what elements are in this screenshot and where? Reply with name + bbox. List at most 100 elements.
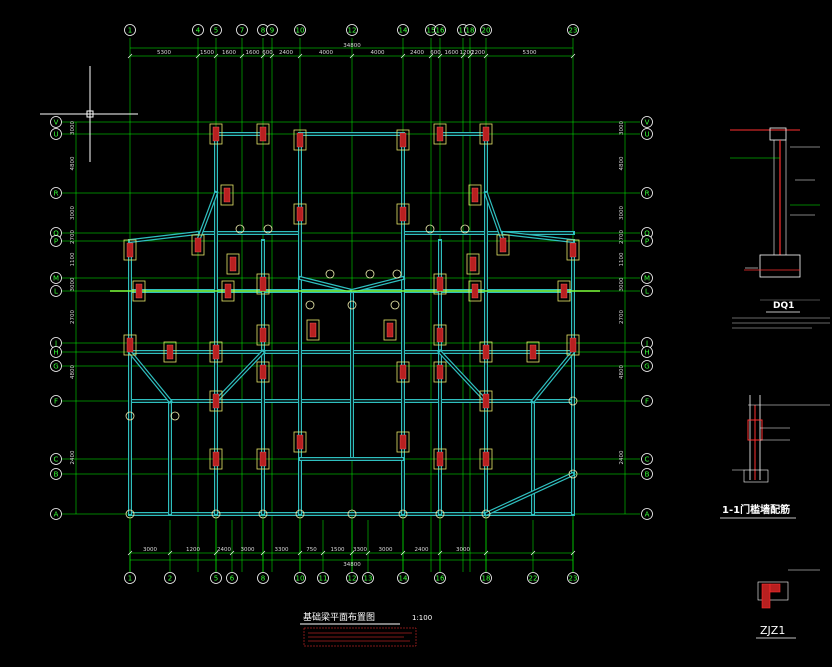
left-axis-bubble-label: Q [53,230,59,238]
column [399,132,407,148]
right-dimension-value: 1100 [619,252,625,266]
column [569,337,577,353]
column [212,344,220,360]
column-pad [123,239,137,261]
top-axis-bubble-label: 9 [270,27,274,35]
right-axis-bubble [641,187,653,199]
column [399,206,407,222]
node-marker [398,509,408,519]
top-dimension-value: 4000 [371,50,385,56]
column [529,344,537,360]
right-axis-bubble-label: L [645,288,649,296]
column-pad [433,123,447,145]
top-axis-bubble [480,24,492,36]
node-marker [295,509,305,519]
column [259,364,267,380]
left-axis-bubble-label: V [54,119,59,127]
right-axis-bubble [641,453,653,465]
crosshair-cursor-icon [40,66,138,162]
wall-1-1-detail [732,395,830,483]
top-axis-bubble [434,24,446,36]
node-marker [125,411,135,421]
node-marker [125,509,135,519]
column-pad [209,448,223,470]
top-dimension-value: 2400 [410,50,424,56]
left-axis-bubble [50,360,62,372]
bottom-axis-bubble [164,572,176,584]
bottom-axis-bubble-label: 14 [399,575,408,583]
bottom-axis-bubble [317,572,329,584]
left-dimension-value: 3000 [70,277,76,291]
top-dimension-value: 1200 [460,50,474,56]
bottom-dimension-value: 3300 [275,547,289,553]
column [259,276,267,292]
column [436,276,444,292]
bottom-axis-bubble [257,572,269,584]
column-pad [209,390,223,412]
top-axis-bubble-label: 18 [466,27,475,35]
column-pad [293,431,307,453]
dq1-notes [732,317,830,329]
top-dimension-value: 5300 [157,50,171,56]
column-pad [566,239,580,261]
node-marker [481,509,491,519]
bottom-axis-bubble-label: 6 [230,575,235,583]
right-axis-bubble-label: F [645,398,649,406]
column-pads [123,123,580,519]
column [309,322,317,338]
column-pad [479,390,493,412]
left-dimension-value: 2400 [70,450,76,464]
top-axis-bubble [397,24,409,36]
node-marker [435,509,445,519]
top-axis-bubble [192,24,204,36]
column [471,187,479,203]
right-axis-bubble-label: Q [644,230,650,238]
column-pad [396,361,410,383]
foundation-beam-core [299,277,353,292]
top-dimension-value: 600 [262,50,273,56]
right-axis-bubble-label: M [644,275,650,283]
column-pad [496,234,510,256]
node-marker [392,269,402,279]
column-pad [163,341,177,363]
left-dimension-value: 1100 [70,252,76,266]
column [469,256,477,272]
foundation-beam-core [439,351,487,402]
bottom-dimension-value: 1500 [331,547,345,553]
left-axis-bubble [50,285,62,297]
left-axis-bubble [50,128,62,140]
column-pad [566,334,580,356]
bottom-axis-bubble [226,572,238,584]
zjz1-label: ZJZ1 [760,624,785,637]
left-axis-bubble-label: M [53,275,59,283]
column [436,364,444,380]
left-axis-bubble-label: F [54,398,58,406]
column-pad [557,280,571,302]
top-dimension-value: 5300 [523,50,537,56]
column-pad [132,280,146,302]
node-marker [460,224,470,234]
left-dimension-value: 4800 [70,156,76,170]
node-marker [325,269,335,279]
node-marker [365,269,375,279]
bottom-dimension-value: 3000 [456,547,470,553]
bottom-axis-bubble-label: 22 [529,575,538,583]
left-axis-bubble [50,235,62,247]
node-marker [568,469,578,479]
top-axis-bubble-label: 4 [196,27,201,35]
column-pad [256,361,270,383]
top-dimension-value: 1600 [445,50,459,56]
column [436,451,444,467]
column [224,283,232,299]
column-pad [396,431,410,453]
left-axis-bubble [50,116,62,128]
column [212,126,220,142]
column [399,364,407,380]
foundation-beam-core [485,192,504,242]
top-axis-bubble-label: 20 [482,27,491,35]
node-marker [235,224,245,234]
node-marker [425,224,435,234]
column-pad [479,448,493,470]
top-axis-bubble [210,24,222,36]
